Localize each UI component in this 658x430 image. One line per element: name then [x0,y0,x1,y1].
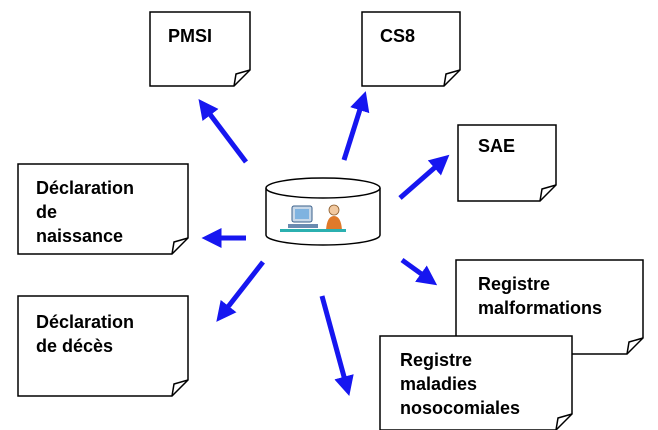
doc-naissance [17,163,189,255]
doc-naissance-label: Déclaration de naissance [36,176,186,244]
doc-sae-line: SAE [478,136,516,156]
arrow-to-sae [398,154,450,200]
doc-naissance-line: Déclaration [36,178,135,198]
doc-deces [17,295,189,397]
arrow-to-pmsi [198,99,248,164]
doc-nosocomiales-line: Registre [400,350,473,370]
doc-deces-label: Déclaration de décès [36,310,186,358]
doc-pmsi-label: PMSI [168,24,248,48]
doc-nosocomiales [379,335,573,430]
doc-malformations-label: Registre malformations [478,272,642,320]
doc-cs8-line: CS8 [380,26,416,46]
doc-malformations-line: malformations [478,298,603,318]
doc-nosocomiales-line: maladies [400,374,478,394]
doc-pmsi [149,11,251,87]
arrow-to-malformations [400,257,438,286]
doc-cs8-label: CS8 [380,24,458,48]
computer-user-icon [280,204,346,232]
doc-naissance-line: de [36,202,58,222]
arrow-to-deces [216,260,265,322]
arrow-to-cs8 [341,91,370,161]
doc-nosocomiales-label: Registre maladies nosocomiales [400,348,570,420]
doc-cs8 [361,11,461,87]
central-database [265,177,381,246]
doc-malformations-line: Registre [478,274,551,294]
doc-pmsi-line: PMSI [168,26,213,46]
doc-sae-label: SAE [478,134,554,158]
doc-sae [457,124,557,202]
doc-deces-line: de décès [36,336,114,356]
doc-naissance-line: naissance [36,226,124,244]
arrows [198,91,450,397]
doc-nosocomiales-line: nosocomiales [400,398,521,418]
arrow-to-nosocomiales [319,295,354,397]
doc-deces-line: Déclaration [36,312,135,332]
